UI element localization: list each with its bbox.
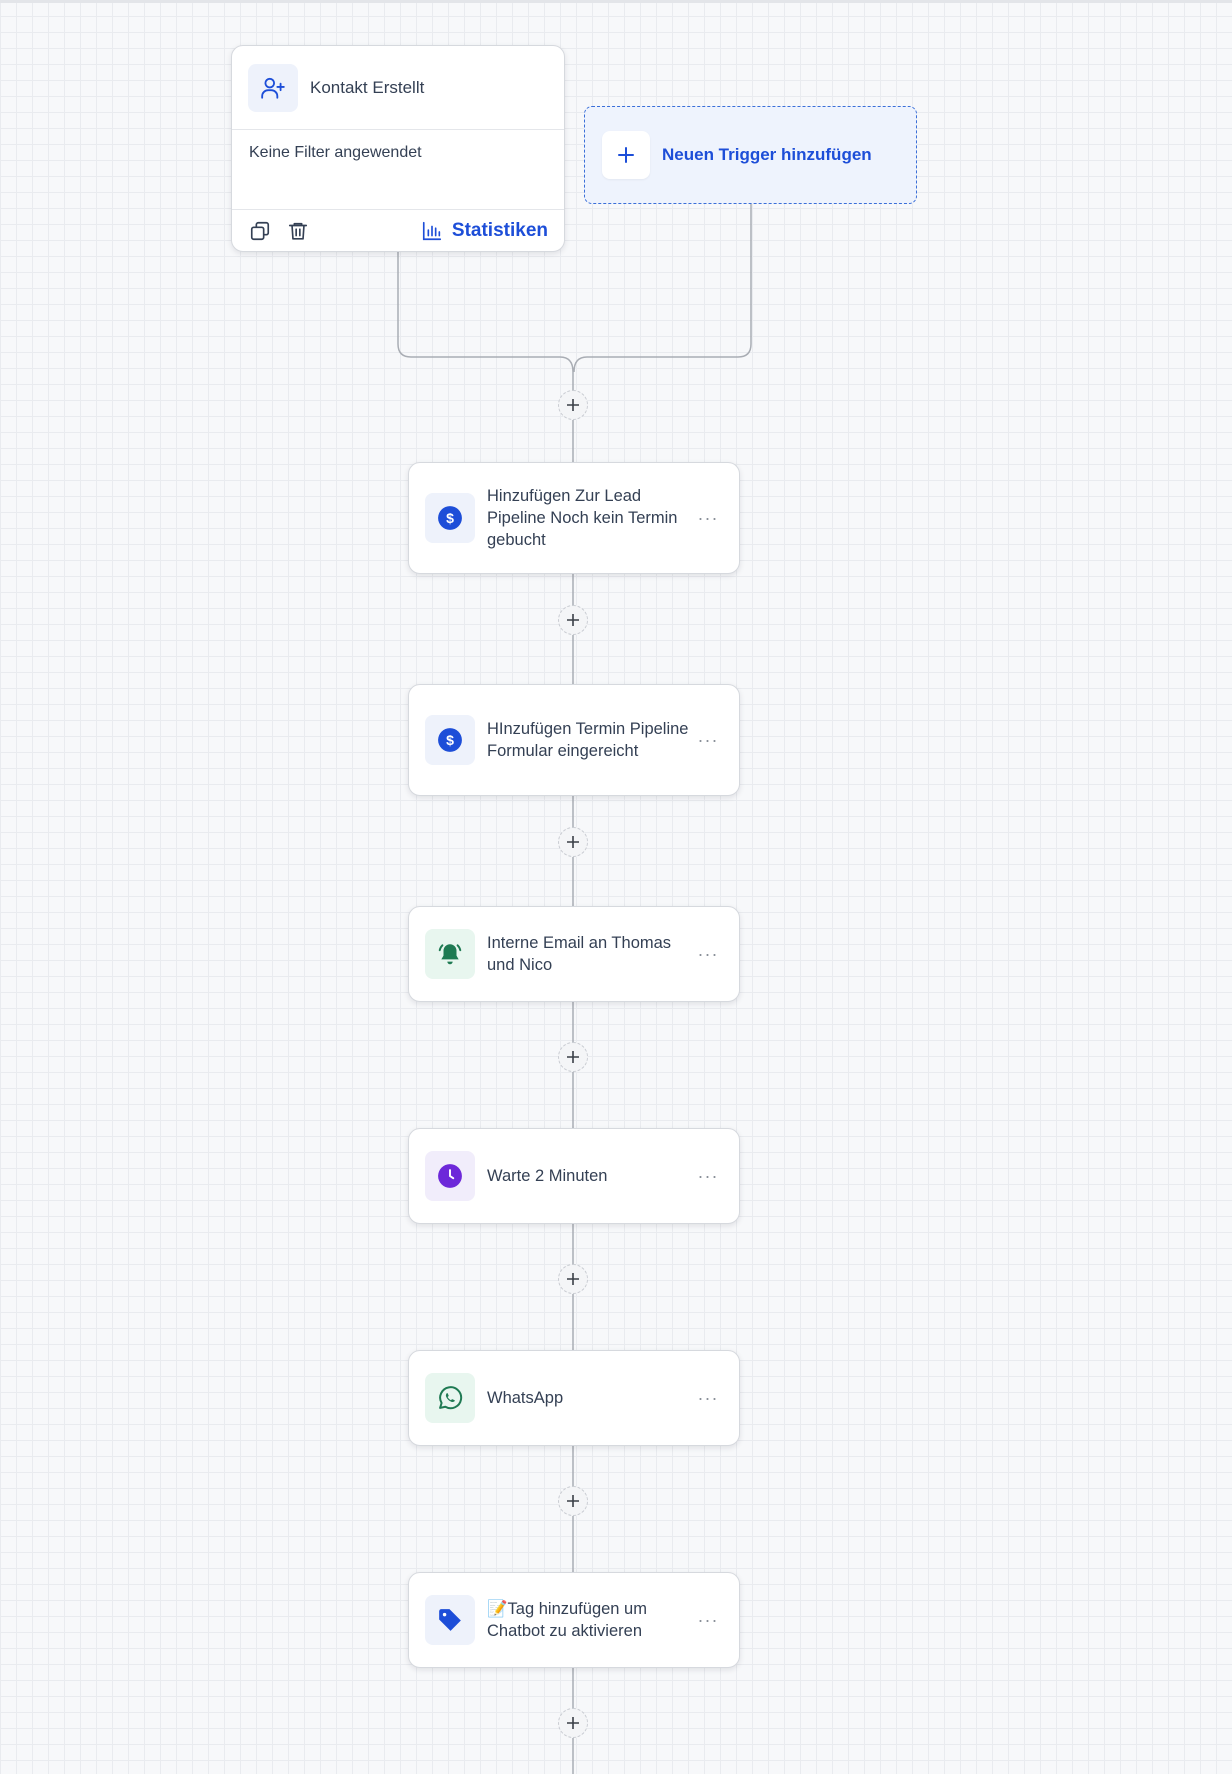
action-label: Warte 2 Minuten bbox=[487, 1167, 608, 1185]
add-trigger-label: Neuen Trigger hinzufügen bbox=[662, 145, 872, 164]
tag-icon bbox=[425, 1595, 475, 1645]
connector-trigger-right bbox=[573, 204, 752, 373]
more-options-icon[interactable]: ··· bbox=[697, 1165, 719, 1186]
action-label: Interne Email an Thomas und Nico bbox=[487, 934, 672, 974]
action-label: Hinzufügen Zur Lead Pipeline Noch kein T… bbox=[487, 487, 678, 549]
add-step-button[interactable] bbox=[558, 1708, 588, 1738]
add-step-button[interactable] bbox=[558, 605, 588, 635]
action-label: WhatsApp bbox=[487, 1389, 564, 1407]
more-options-icon[interactable]: ··· bbox=[697, 729, 719, 750]
add-step-button[interactable] bbox=[558, 1042, 588, 1072]
add-step-button[interactable] bbox=[558, 390, 588, 420]
add-step-button[interactable] bbox=[558, 827, 588, 857]
add-trigger-button[interactable]: Neuen Trigger hinzufügen bbox=[584, 106, 917, 204]
top-border bbox=[0, 0, 1232, 3]
more-options-icon[interactable]: ··· bbox=[697, 1387, 719, 1408]
statistics-button[interactable]: Statistiken bbox=[421, 220, 548, 242]
add-step-button[interactable] bbox=[558, 1264, 588, 1294]
trash-icon[interactable] bbox=[286, 219, 310, 243]
bell-icon bbox=[425, 929, 475, 979]
dollar-icon: $ bbox=[425, 493, 475, 543]
clock-icon bbox=[425, 1151, 475, 1201]
user-plus-icon bbox=[248, 63, 298, 112]
action-card-termin-pipeline[interactable]: $ HInzufügen Termin Pipeline Formular ei… bbox=[408, 684, 740, 796]
plus-icon bbox=[602, 131, 650, 179]
action-card-internal-email[interactable]: Interne Email an Thomas und Nico ··· bbox=[408, 906, 740, 1002]
bar-chart-icon bbox=[422, 221, 441, 241]
trigger-card[interactable]: Kontakt Erstellt Keine Filter angewendet… bbox=[231, 45, 565, 252]
action-card-whatsapp[interactable]: WhatsApp ··· bbox=[408, 1350, 740, 1446]
action-card-wait[interactable]: Warte 2 Minuten ··· bbox=[408, 1128, 740, 1224]
more-options-icon[interactable]: ··· bbox=[697, 1609, 719, 1630]
action-label: 📝Tag hinzufügen um Chatbot zu aktivieren bbox=[487, 1600, 647, 1640]
trigger-title: Kontakt Erstellt bbox=[310, 77, 425, 97]
statistics-label: Statistiken bbox=[451, 220, 548, 241]
svg-text:$: $ bbox=[446, 732, 454, 748]
copy-icon[interactable] bbox=[248, 219, 272, 243]
more-options-icon[interactable]: ··· bbox=[697, 943, 719, 964]
svg-text:$: $ bbox=[446, 510, 454, 526]
trigger-footer: Statistiken bbox=[232, 209, 564, 251]
action-label: HInzufügen Termin Pipeline Formular eing… bbox=[487, 720, 689, 760]
connector-trigger-left bbox=[397, 252, 574, 390]
action-card-add-tag[interactable]: 📝Tag hinzufügen um Chatbot zu aktivieren… bbox=[408, 1572, 740, 1668]
dollar-icon: $ bbox=[425, 715, 475, 765]
action-card-lead-pipeline[interactable]: $ Hinzufügen Zur Lead Pipeline Noch kein… bbox=[408, 462, 740, 574]
trigger-filter-text: Keine Filter angewendet bbox=[249, 144, 422, 161]
whatsapp-icon bbox=[425, 1373, 475, 1423]
add-step-button[interactable] bbox=[558, 1486, 588, 1516]
more-options-icon[interactable]: ··· bbox=[697, 507, 719, 528]
trigger-header: Kontakt Erstellt bbox=[232, 46, 564, 130]
